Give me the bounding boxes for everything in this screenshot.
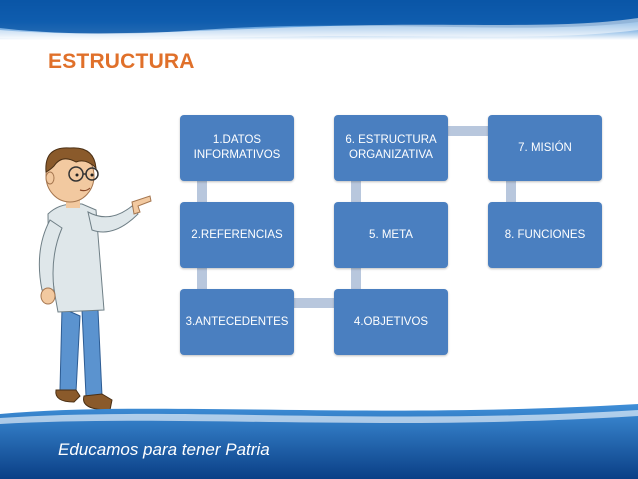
node-meta: 5. META (334, 202, 448, 268)
footer-slogan: Educamos para tener Patria (58, 440, 270, 459)
top-decorative-band (0, 0, 638, 40)
bottom-decorative-band (0, 404, 638, 479)
node-label: 4.OBJETIVOS (353, 315, 429, 328)
node-referencias: 2.REFERENCIAS (180, 202, 294, 268)
node-mision: 7. MISIÓN (488, 115, 602, 181)
connector-datos-referencias (197, 181, 207, 203)
node-estructura-organizativa: 6. ESTRUCTURA ORGANIZATIVA (334, 115, 448, 181)
node-label: 6. ESTRUCTURA ORGANIZATIVA (345, 134, 437, 161)
top-wave-graphic (0, 0, 638, 39)
connector-referencias-antecedentes (197, 268, 207, 290)
node-label: 2.REFERENCIAS (191, 228, 283, 241)
node-label: 5. META (369, 228, 413, 241)
node-label: 7. MISIÓN (518, 141, 572, 154)
node-objetivos: 4.OBJETIVOS (334, 289, 448, 355)
node-label: 8. FUNCIONES (504, 228, 586, 241)
node-antecedentes: 3.ANTECEDENTES (180, 289, 294, 355)
slide-title: ESTRUCTURA (48, 50, 195, 73)
node-label: 1.DATOS INFORMATIVOS (193, 134, 281, 161)
node-datos-informativos: 1.DATOS INFORMATIVOS (180, 115, 294, 181)
connector-antecedentes-objetivos (294, 298, 334, 308)
node-label: 3.ANTECEDENTES (185, 315, 289, 328)
connector-objetivos-meta (351, 268, 361, 290)
connector-meta-estructura (351, 181, 361, 203)
connector-estructura-mision (448, 126, 488, 136)
node-funciones: 8. FUNCIONES (488, 202, 602, 268)
pointing-boy-illustration (38, 147, 152, 411)
connector-mision-funciones (506, 181, 516, 203)
